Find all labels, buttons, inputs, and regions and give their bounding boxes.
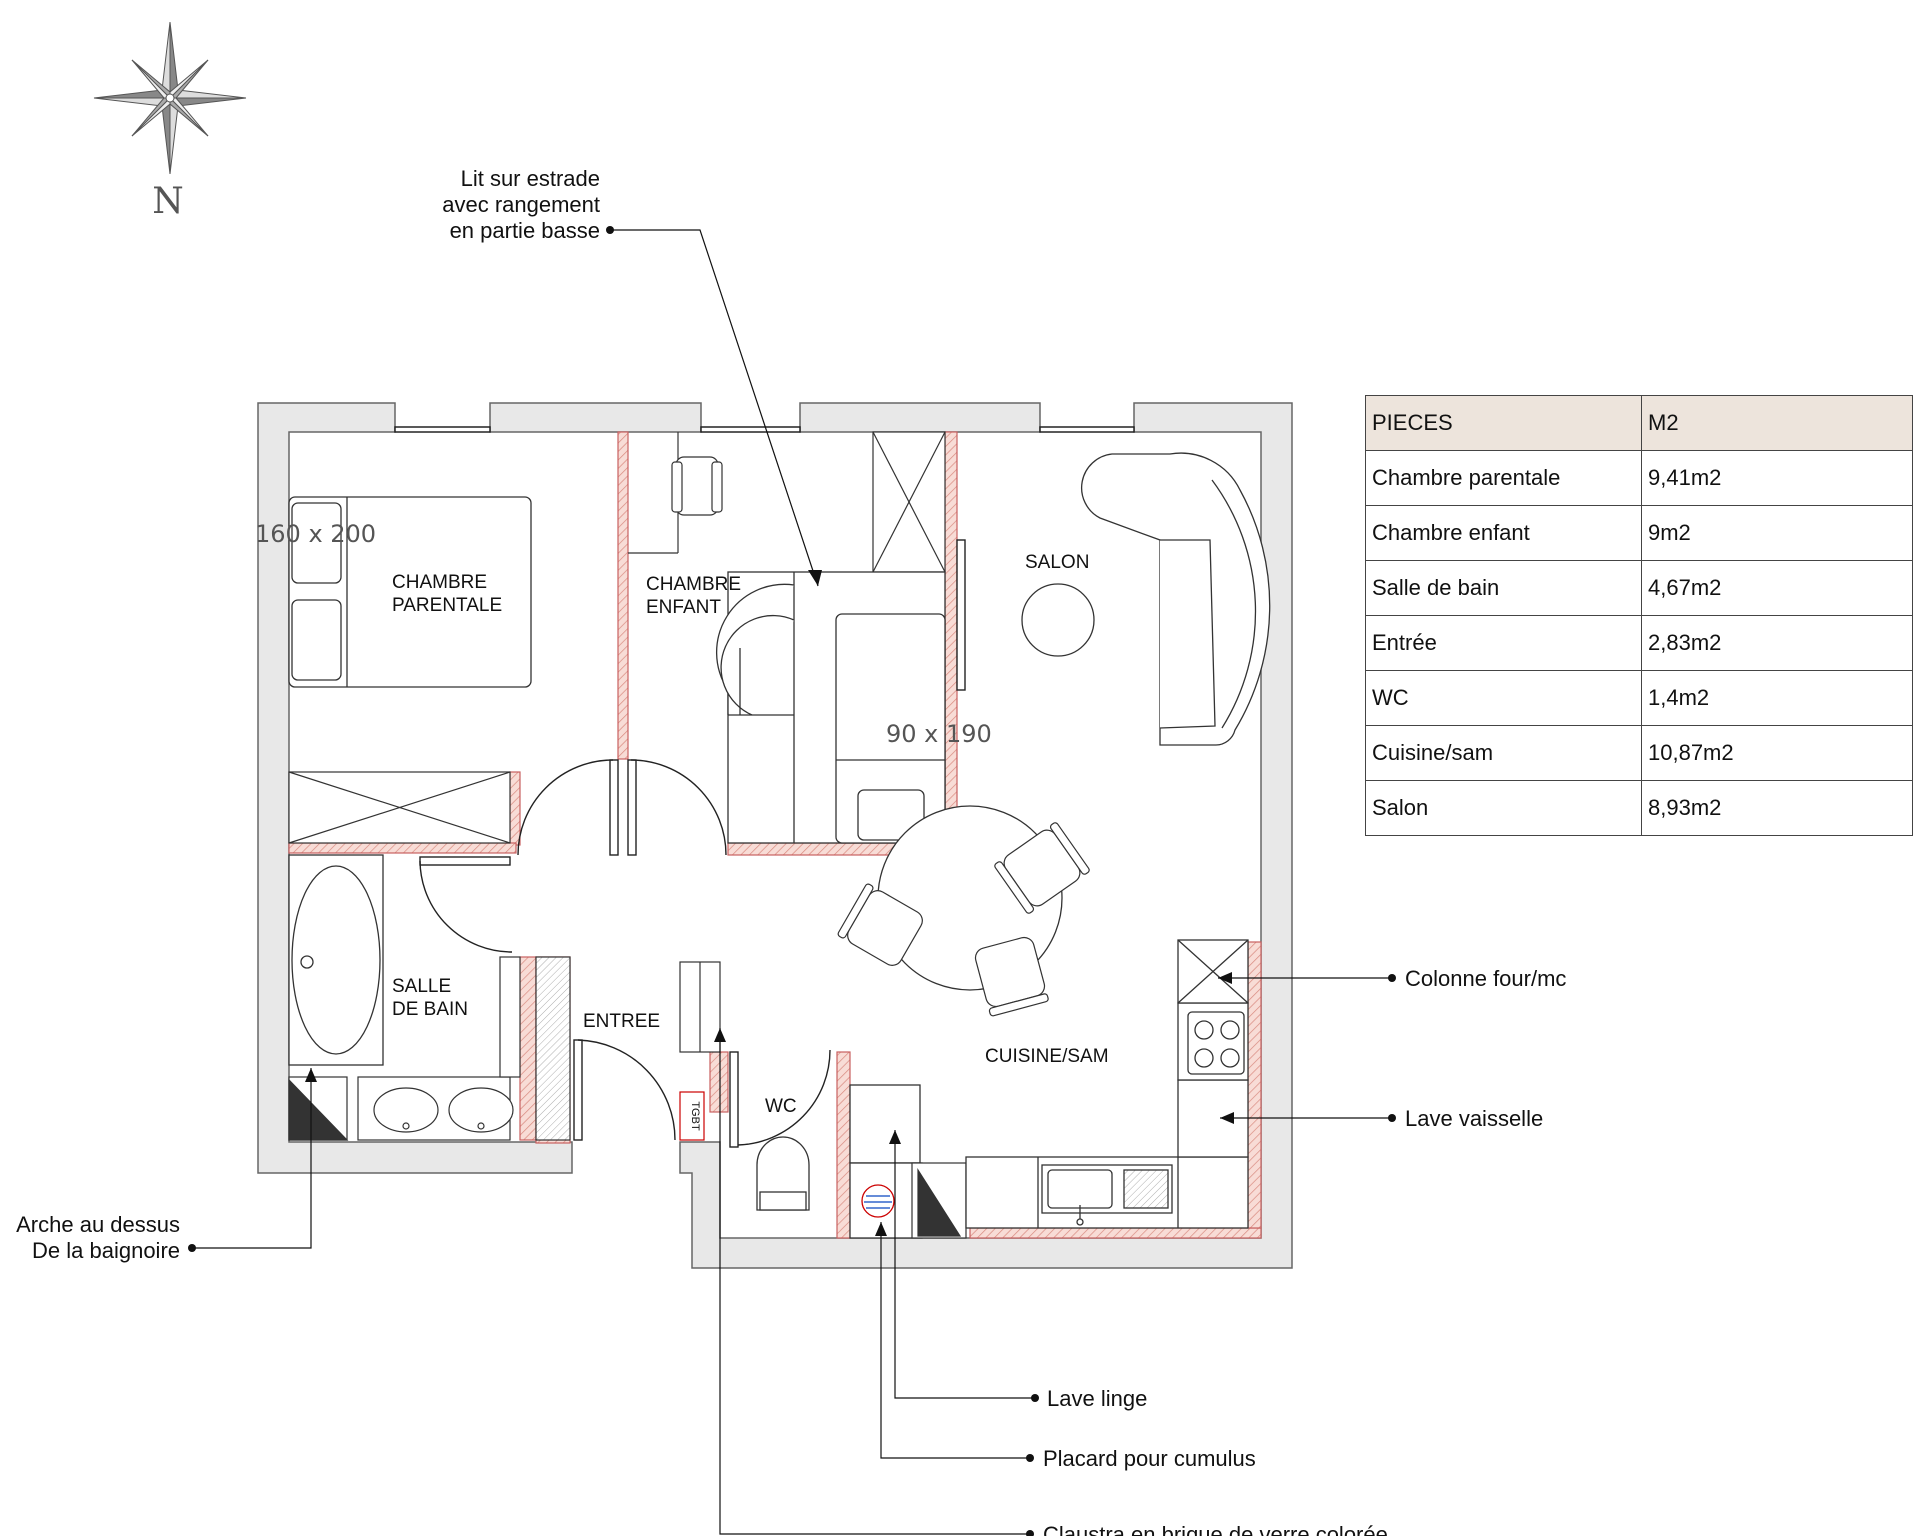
callout-colonne-four: Colonne four/mc <box>1405 966 1566 991</box>
row-piece: Salon <box>1365 780 1642 836</box>
row-piece: Chambre parentale <box>1365 450 1642 506</box>
room-label-cuisine: CUISINE/SAM <box>985 1046 1109 1067</box>
row-piece: Cuisine/sam <box>1365 725 1642 781</box>
callout-arrowheads <box>305 570 1234 1236</box>
bath-arch <box>288 1076 349 1141</box>
row-m2: 2,83m2 <box>1641 615 1913 671</box>
table-row: Entrée 2,83m2 <box>1365 615 1913 671</box>
bed-parental <box>288 496 532 688</box>
room-label-chambre-enfant-1: CHAMBRE <box>646 574 741 595</box>
compass-rose-icon <box>93 21 247 175</box>
row-m2: 4,67m2 <box>1641 560 1913 616</box>
bed-size-enfant: 90 x 190 <box>886 720 992 748</box>
callout-leaders <box>192 229 1392 1535</box>
doors <box>419 539 966 1148</box>
tgbt-label: TGBT <box>689 1101 701 1131</box>
callout-lave-linge: Lave linge <box>1047 1386 1147 1411</box>
callout-lit-estrade-2: avec rangement <box>442 192 600 217</box>
washing-machine <box>849 1084 923 1239</box>
room-label-chambre-parentale-2: PARENTALE <box>392 595 502 616</box>
room-label-entree: ENTREE <box>583 1011 660 1032</box>
coffee-table <box>1021 583 1095 657</box>
row-m2: 1,4m2 <box>1641 670 1913 726</box>
area-table: PIECES M2 Chambre parentale 9,41m2 Chamb… <box>1365 395 1913 836</box>
callout-lit-estrade-3: en partie basse <box>450 218 600 243</box>
header-pieces: PIECES <box>1365 395 1642 451</box>
room-label-chambre-parentale-1: CHAMBRE <box>392 572 487 593</box>
table-row: Chambre enfant 9m2 <box>1365 505 1913 561</box>
row-m2: 8,93m2 <box>1641 780 1913 836</box>
bathtub <box>288 854 384 1066</box>
toilet <box>756 1136 810 1211</box>
row-piece: Salle de bain <box>1365 560 1642 616</box>
kitchen-sink <box>1041 1164 1173 1226</box>
row-piece: WC <box>1365 670 1642 726</box>
wardrobe-parental <box>288 771 511 844</box>
exterior-walls <box>257 402 1293 1269</box>
callout-arche-1: Arche au dessus <box>16 1212 180 1237</box>
callout-dots <box>188 226 1396 1536</box>
bed-estrade-enfant <box>715 571 946 844</box>
row-m2: 9,41m2 <box>1641 450 1913 506</box>
header-m2: M2 <box>1641 395 1913 451</box>
wardrobe-enfant <box>872 431 946 573</box>
row-m2: 10,87m2 <box>1641 725 1913 781</box>
bath-shelf <box>499 956 571 1141</box>
table-row: Salle de bain 4,67m2 <box>1365 560 1913 616</box>
room-label-chambre-enfant-2: ENFANT <box>646 597 721 618</box>
sofa <box>1081 452 1271 746</box>
room-label-salle-de-bain-2: DE BAIN <box>392 999 468 1020</box>
callout-lave-vaisselle: Lave vaisselle <box>1405 1106 1543 1131</box>
windows <box>394 426 1135 433</box>
table-row: WC 1,4m2 <box>1365 670 1913 726</box>
dining-chairs <box>837 822 1090 1017</box>
cooktop <box>1187 1011 1245 1075</box>
cumulus-icon <box>861 1184 895 1218</box>
row-m2: 9m2 <box>1641 505 1913 561</box>
cumulus-cupboard <box>911 1162 967 1239</box>
room-label-salle-de-bain-1: SALLE <box>392 976 451 997</box>
north-label: N <box>152 181 184 222</box>
table-row: Cuisine/sam 10,87m2 <box>1365 725 1913 781</box>
table-row: Salon 8,93m2 <box>1365 780 1913 836</box>
callout-lit-estrade-1: Lit sur estrade <box>461 166 600 191</box>
callout-claustra: Claustra en brique de verre colorée <box>1043 1522 1388 1536</box>
claustra <box>679 961 721 1053</box>
callout-placard-cumulus: Placard pour cumulus <box>1043 1446 1256 1471</box>
callout-arche-2: De la baignoire <box>32 1238 180 1263</box>
room-label-wc: WC <box>765 1096 797 1117</box>
row-piece: Chambre enfant <box>1365 505 1642 561</box>
table-row: Chambre parentale 9,41m2 <box>1365 450 1913 506</box>
bed-size-parental: 160 x 200 <box>255 520 376 548</box>
room-label-salon: SALON <box>1025 552 1089 573</box>
row-piece: Entrée <box>1365 615 1642 671</box>
double-vanity <box>357 1076 514 1141</box>
area-table-header-row: PIECES M2 <box>1365 395 1913 451</box>
desk-enfant <box>628 432 723 554</box>
